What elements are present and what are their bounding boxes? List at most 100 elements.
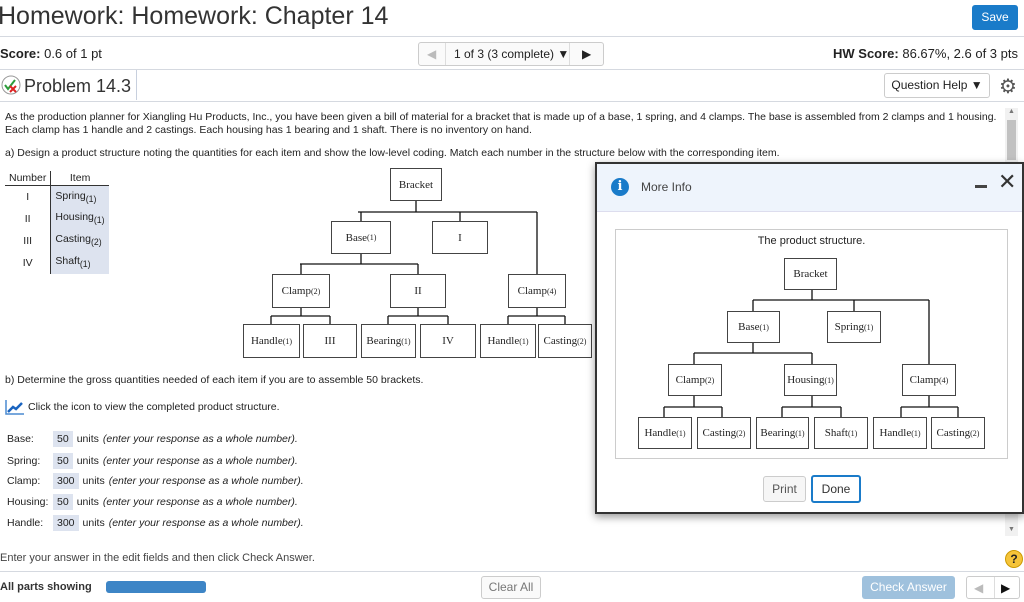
header-item: Item <box>50 171 109 186</box>
check-answer-button[interactable]: Check Answer <box>862 576 955 599</box>
minimize-icon[interactable] <box>975 185 987 188</box>
hint: (enter your response as a whole number). <box>108 517 304 529</box>
question-navigator: ◀ 1 of 3 (3 complete) ▼ ▶ <box>418 42 604 66</box>
spring-input[interactable]: 50 <box>53 453 73 469</box>
structure-panel: The product structure. <box>615 229 1008 459</box>
units: units <box>76 455 99 467</box>
answer-label: Housing: <box>7 496 49 508</box>
prev-part-button[interactable]: ◀ <box>974 581 984 595</box>
tree-node-I: I <box>432 221 488 254</box>
clear-all-button[interactable]: Clear All <box>481 576 541 599</box>
part-b-text: b) Determine the gross quantities needed… <box>5 374 424 386</box>
help-icon[interactable]: ? <box>1005 550 1023 568</box>
dialog-title: More Info <box>641 180 692 194</box>
hint: (enter your response as a whole number). <box>102 496 298 508</box>
row-item: Spring(1) <box>50 185 109 208</box>
hw-score: HW Score: 86.67%, 2.6 of 3 pts <box>833 46 1018 61</box>
row-item: Casting(2) <box>50 229 109 252</box>
intro-line-1: As the production planner for Xiangling … <box>5 111 997 123</box>
units: units <box>76 433 99 445</box>
table-row: II Housing(1) <box>5 207 109 230</box>
row-item: Housing(1) <box>50 207 109 230</box>
question-position-dropdown[interactable]: 1 of 3 (3 complete) ▼ <box>454 43 569 65</box>
tree-node-bracket: Bracket <box>390 168 442 201</box>
page-title: Homework: Homework: Chapter 14 <box>0 2 389 30</box>
print-button[interactable]: Print <box>763 476 806 502</box>
next-question-button[interactable]: ▶ <box>582 47 592 61</box>
question-help-button[interactable]: Question Help ▼ <box>884 73 990 98</box>
header-number: Number <box>5 171 51 186</box>
tree-node-IV: IV <box>420 324 476 358</box>
problem-title: Problem 14.3 <box>24 76 132 96</box>
score-label: Score: <box>0 46 41 61</box>
chevron-down-icon: ▼ <box>557 47 570 61</box>
units: units <box>76 496 99 508</box>
row-number: III <box>23 234 33 247</box>
table-row: III Casting(2) <box>5 229 109 252</box>
intro-line-2: Each clamp has 1 handle and 2 castings. … <box>5 124 532 136</box>
score: Score: 0.6 of 1 pt <box>0 46 102 61</box>
answer-label: Handle: <box>7 517 44 529</box>
modal-node-base: Base(1) <box>727 311 780 343</box>
info-icon: i <box>611 178 629 196</box>
row-number: IV <box>22 256 33 269</box>
tree-node-III: III <box>303 324 357 358</box>
clamp-input[interactable]: 300 <box>53 473 79 489</box>
part-a-text: a) Design a product structure noting the… <box>5 147 780 159</box>
close-icon[interactable]: ✕ <box>998 169 1017 194</box>
partial-correct-icon <box>1 75 21 95</box>
modal-node-shaft: Shaft(1) <box>814 417 868 449</box>
next-part-button[interactable]: ▶ <box>1001 581 1011 595</box>
modal-node-handle-2: Handle(1) <box>873 417 927 449</box>
modal-tree-connectors <box>663 290 959 417</box>
structure-caption: The product structure. <box>757 235 866 247</box>
instruction-text: Enter your answer in the edit fields and… <box>0 552 315 564</box>
progress-fill <box>106 581 206 593</box>
tree-node-bearing: Bearing(1) <box>361 324 416 358</box>
housing-input[interactable]: 50 <box>53 494 73 510</box>
prev-question-button[interactable]: ◀ <box>427 47 437 61</box>
tree-node-casting: Casting(2) <box>538 324 592 358</box>
chart-icon[interactable] <box>5 399 25 415</box>
row-number: I <box>26 190 30 203</box>
view-structure-link[interactable]: Click the icon to view the completed pro… <box>28 401 280 413</box>
tree-node-base: Base(1) <box>331 221 391 254</box>
modal-node-bracket: Bracket <box>784 258 837 290</box>
done-button[interactable]: Done <box>811 475 861 503</box>
modal-node-clamp-2: Clamp(2) <box>668 364 722 396</box>
answer-label: Clamp: <box>7 475 41 487</box>
hw-score-value: 86.67%, 2.6 of 3 pts <box>902 46 1018 61</box>
divider <box>0 36 1024 37</box>
answer-label: Spring: <box>7 455 41 467</box>
save-button[interactable]: Save <box>972 5 1018 30</box>
more-info-dialog: i More Info ✕ The product structure. Bra… <box>595 162 1024 514</box>
tree-node-clamp-4: Clamp(4) <box>508 274 566 308</box>
modal-node-handle: Handle(1) <box>638 417 692 449</box>
units: units <box>82 475 105 487</box>
handle-input[interactable]: 300 <box>53 515 79 531</box>
modal-node-casting: Casting(2) <box>697 417 751 449</box>
row-number: II <box>24 212 31 225</box>
gear-icon[interactable]: ⚙ <box>999 76 1017 98</box>
part-navigator: ◀ ▶ <box>966 576 1020 599</box>
modal-node-spring: Spring(1) <box>827 311 881 343</box>
all-parts-label: All parts showing <box>0 581 92 593</box>
tree-node-handle: Handle(1) <box>243 324 300 358</box>
progress-bar <box>106 581 206 593</box>
table-row: I Spring(1) <box>5 185 109 208</box>
question-intro: As the production planner for Xiangling … <box>5 111 1000 137</box>
score-value: 0.6 of 1 pt <box>44 46 102 61</box>
base-input[interactable]: 50 <box>53 431 73 447</box>
answer-label: Base: <box>7 433 34 445</box>
tree-node-handle-2: Handle(1) <box>480 324 536 358</box>
hint: (enter your response as a whole number). <box>102 455 298 467</box>
units: units <box>82 517 105 529</box>
tree-node-clamp-2: Clamp(2) <box>272 274 330 308</box>
